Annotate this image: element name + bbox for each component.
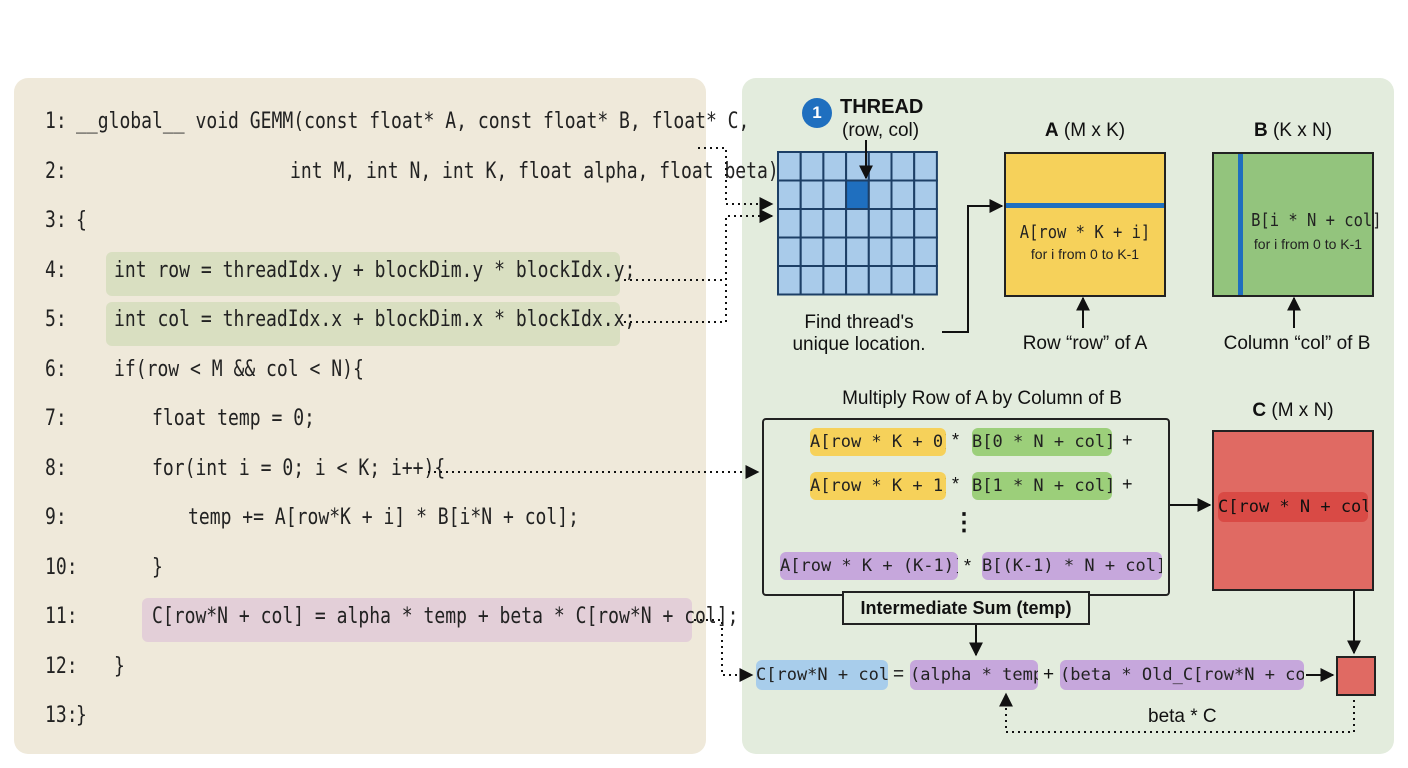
- mult-row2-op: *: [964, 556, 972, 576]
- code-line-text: __global__ void GEMM(const float* A, con…: [76, 109, 750, 134]
- code-line-text: }: [114, 654, 125, 679]
- thread-caption-line1: Find thread's: [804, 312, 914, 333]
- matrix-a-caption: Row “row” of A: [1022, 333, 1148, 354]
- matrix-a-name: A: [1044, 120, 1059, 141]
- mult-ellipsis: ⋮: [952, 509, 976, 536]
- mult-row0-a: A[row * K + 0]: [810, 428, 946, 456]
- mult-row0-b: B[0 * N + col]: [972, 428, 1112, 456]
- matrix-b-col-line: [1238, 154, 1243, 295]
- code-line-number: 5:: [45, 307, 67, 332]
- mult-row1-plus: +: [1122, 474, 1133, 494]
- matrix-c-expr: C[row * N + col]: [1218, 492, 1368, 522]
- thread-title: THREAD: [840, 96, 924, 118]
- mult-row2-a: A[row * K + (K-1)]: [780, 552, 958, 580]
- code-line-text: float temp = 0;: [152, 406, 315, 431]
- final-term2: (beta * Old_C[row*N + col]): [1060, 660, 1304, 690]
- matrix-a: [1004, 152, 1166, 297]
- matrix-c-dims: (M x N): [1271, 400, 1334, 421]
- final-eq: =: [893, 664, 905, 685]
- code-line-text: {: [76, 208, 87, 233]
- code-line-text: int M, int N, int K, float alpha, float …: [290, 159, 779, 184]
- step-badge: 1: [802, 98, 832, 128]
- code-line-number: 10:: [45, 555, 78, 580]
- matrix-a-title: A (M x K): [1004, 120, 1166, 142]
- code-line-text: temp += A[row*K + i] * B[i*N + col];: [188, 505, 579, 530]
- code-line-number: 3:: [45, 208, 67, 233]
- matrix-a-range: for i from 0 to K-1: [1030, 246, 1140, 262]
- code-line-number: 7:: [45, 406, 67, 431]
- final-lhs: C[row*N + col]: [756, 660, 888, 690]
- matrix-b-title: B (K x N): [1212, 120, 1374, 142]
- mult-row1-a: A[row * K + 1]: [810, 472, 946, 500]
- thread-caption-line2: unique location.: [792, 334, 926, 355]
- mult-row0-op: *: [952, 430, 960, 450]
- output-cell: [1336, 656, 1376, 696]
- code-line-number: 11:: [45, 604, 78, 629]
- final-term1: (alpha * temp): [910, 660, 1038, 690]
- matrix-c-title: C (M x N): [1212, 400, 1374, 422]
- code-line-text: C[row*N + col] = alpha * temp + beta * C…: [152, 604, 739, 629]
- code-line-number: 8:: [45, 456, 67, 481]
- matrix-b-range: for i from 0 to K-1: [1253, 236, 1363, 252]
- mult-row2-b: B[(K-1) * N + col]): [982, 552, 1162, 580]
- mult-row1-b: B[1 * N + col]: [972, 472, 1112, 500]
- matrix-c-name: C: [1252, 400, 1267, 421]
- matrix-b-expr: B[i * N + col]: [1251, 210, 1382, 231]
- row-line-highlight: [106, 252, 620, 296]
- store-line-highlight: [142, 598, 692, 642]
- code-line-number: 2:: [45, 159, 67, 184]
- code-line-text: for(int i = 0; i < K; i++){: [152, 456, 446, 481]
- intermediate-sum-label: Intermediate Sum (temp): [842, 591, 1090, 625]
- code-line-number: 9:: [45, 505, 67, 530]
- code-line-number: 12:: [45, 654, 78, 679]
- code-line-text: if(row < M && col < N){: [114, 357, 364, 382]
- matrix-a-row-line: [1006, 203, 1164, 208]
- mult-row1-op: *: [952, 474, 960, 494]
- matrix-a-expr: A[row * K + i]: [1019, 222, 1151, 243]
- matrix-b-caption: Column “col” of B: [1223, 333, 1371, 354]
- code-line-text: }: [76, 703, 87, 728]
- code-line-number: 4:: [45, 258, 67, 283]
- final-plus: +: [1043, 664, 1055, 685]
- col-line-highlight: [106, 302, 620, 346]
- code-line-number: 6:: [45, 357, 67, 382]
- matrix-a-dims: (M x K): [1063, 120, 1126, 141]
- code-line-number: 13:: [45, 703, 78, 728]
- matrix-b-dims: (K x N): [1272, 120, 1333, 141]
- code-line-text: int row = threadIdx.y + blockDim.y * blo…: [114, 258, 636, 283]
- matrix-b-name: B: [1253, 120, 1268, 141]
- code-line-number: 1:: [45, 109, 67, 134]
- code-line-text: }: [152, 555, 163, 580]
- code-line-text: int col = threadIdx.x + blockDim.x * blo…: [114, 307, 636, 332]
- feedback-label: beta * C: [1148, 706, 1217, 727]
- mult-row0-plus: +: [1122, 430, 1133, 450]
- multiply-title: Multiply Row of A by Column of B: [842, 388, 1122, 409]
- thread-subtitle: (row, col): [842, 120, 920, 141]
